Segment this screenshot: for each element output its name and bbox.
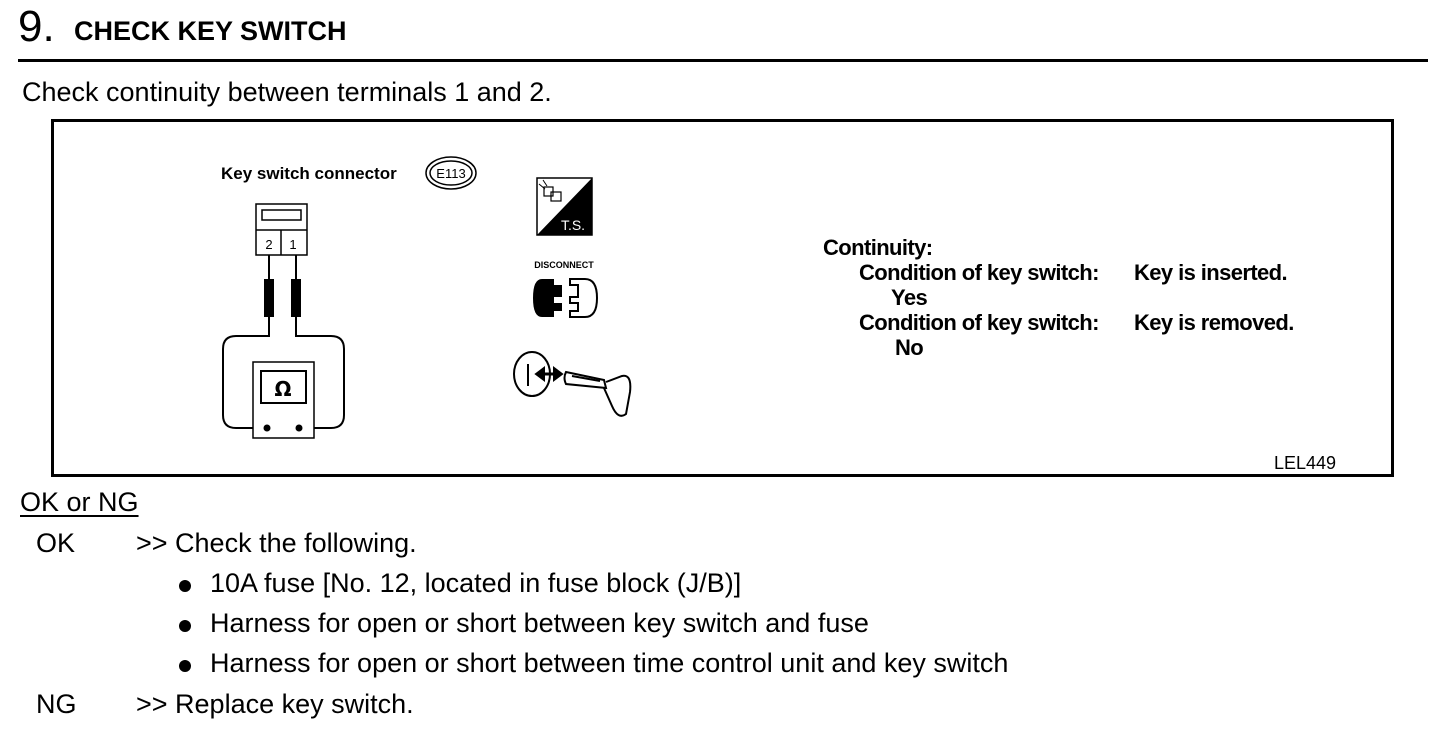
bullet-icon xyxy=(179,660,191,672)
condition-result: No xyxy=(895,335,924,360)
step-title: CHECK KEY SWITCH xyxy=(74,16,347,46)
ok-key: OK xyxy=(36,528,76,558)
ohmmeter-icon: Ω xyxy=(252,361,315,439)
figure-frame xyxy=(51,119,1394,477)
ts-icon: T.S. xyxy=(536,177,593,236)
disconnect-icon: DISCONNECT xyxy=(533,260,599,318)
continuity-heading: Continuity: xyxy=(823,235,933,260)
ng-key: NG xyxy=(36,689,77,719)
instruction-text: Check continuity between terminals 1 and… xyxy=(22,77,552,107)
meter-probes xyxy=(222,255,345,429)
condition-value: Key is removed. xyxy=(1134,310,1294,335)
figure-code: LEL449 xyxy=(1274,453,1337,473)
connector-code-badge: E113 xyxy=(425,156,477,190)
title-divider xyxy=(18,59,1428,62)
check-item: 10A fuse [No. 12, located in fuse block … xyxy=(210,568,742,598)
connector-label: Key switch connector xyxy=(221,164,397,183)
terminal-label: 2 xyxy=(265,237,272,252)
connector-code: E113 xyxy=(436,166,465,181)
ohm-symbol: Ω xyxy=(274,377,291,401)
step-number: 9. xyxy=(18,2,55,51)
check-item: Harness for open or short between key sw… xyxy=(210,608,869,638)
key-switch-connector-icon: 2 1 xyxy=(255,203,308,256)
bullet-icon xyxy=(179,620,191,632)
check-item: Harness for open or short between time c… xyxy=(210,648,1009,678)
condition-value: Key is inserted. xyxy=(1134,260,1288,285)
ts-label: T.S. xyxy=(561,217,585,233)
key-insert-icon xyxy=(513,351,632,417)
terminal-label: 1 xyxy=(289,237,296,252)
condition-label: Condition of key switch: xyxy=(859,260,1099,285)
ng-action: >> Replace key switch. xyxy=(136,689,414,719)
condition-result: Yes xyxy=(891,285,928,310)
condition-label: Condition of key switch: xyxy=(859,310,1099,335)
ok-action: >> Check the following. xyxy=(136,528,417,558)
disconnect-label: DISCONNECT xyxy=(534,260,594,270)
result-heading: OK or NG xyxy=(20,487,139,517)
bullet-icon xyxy=(179,580,191,592)
